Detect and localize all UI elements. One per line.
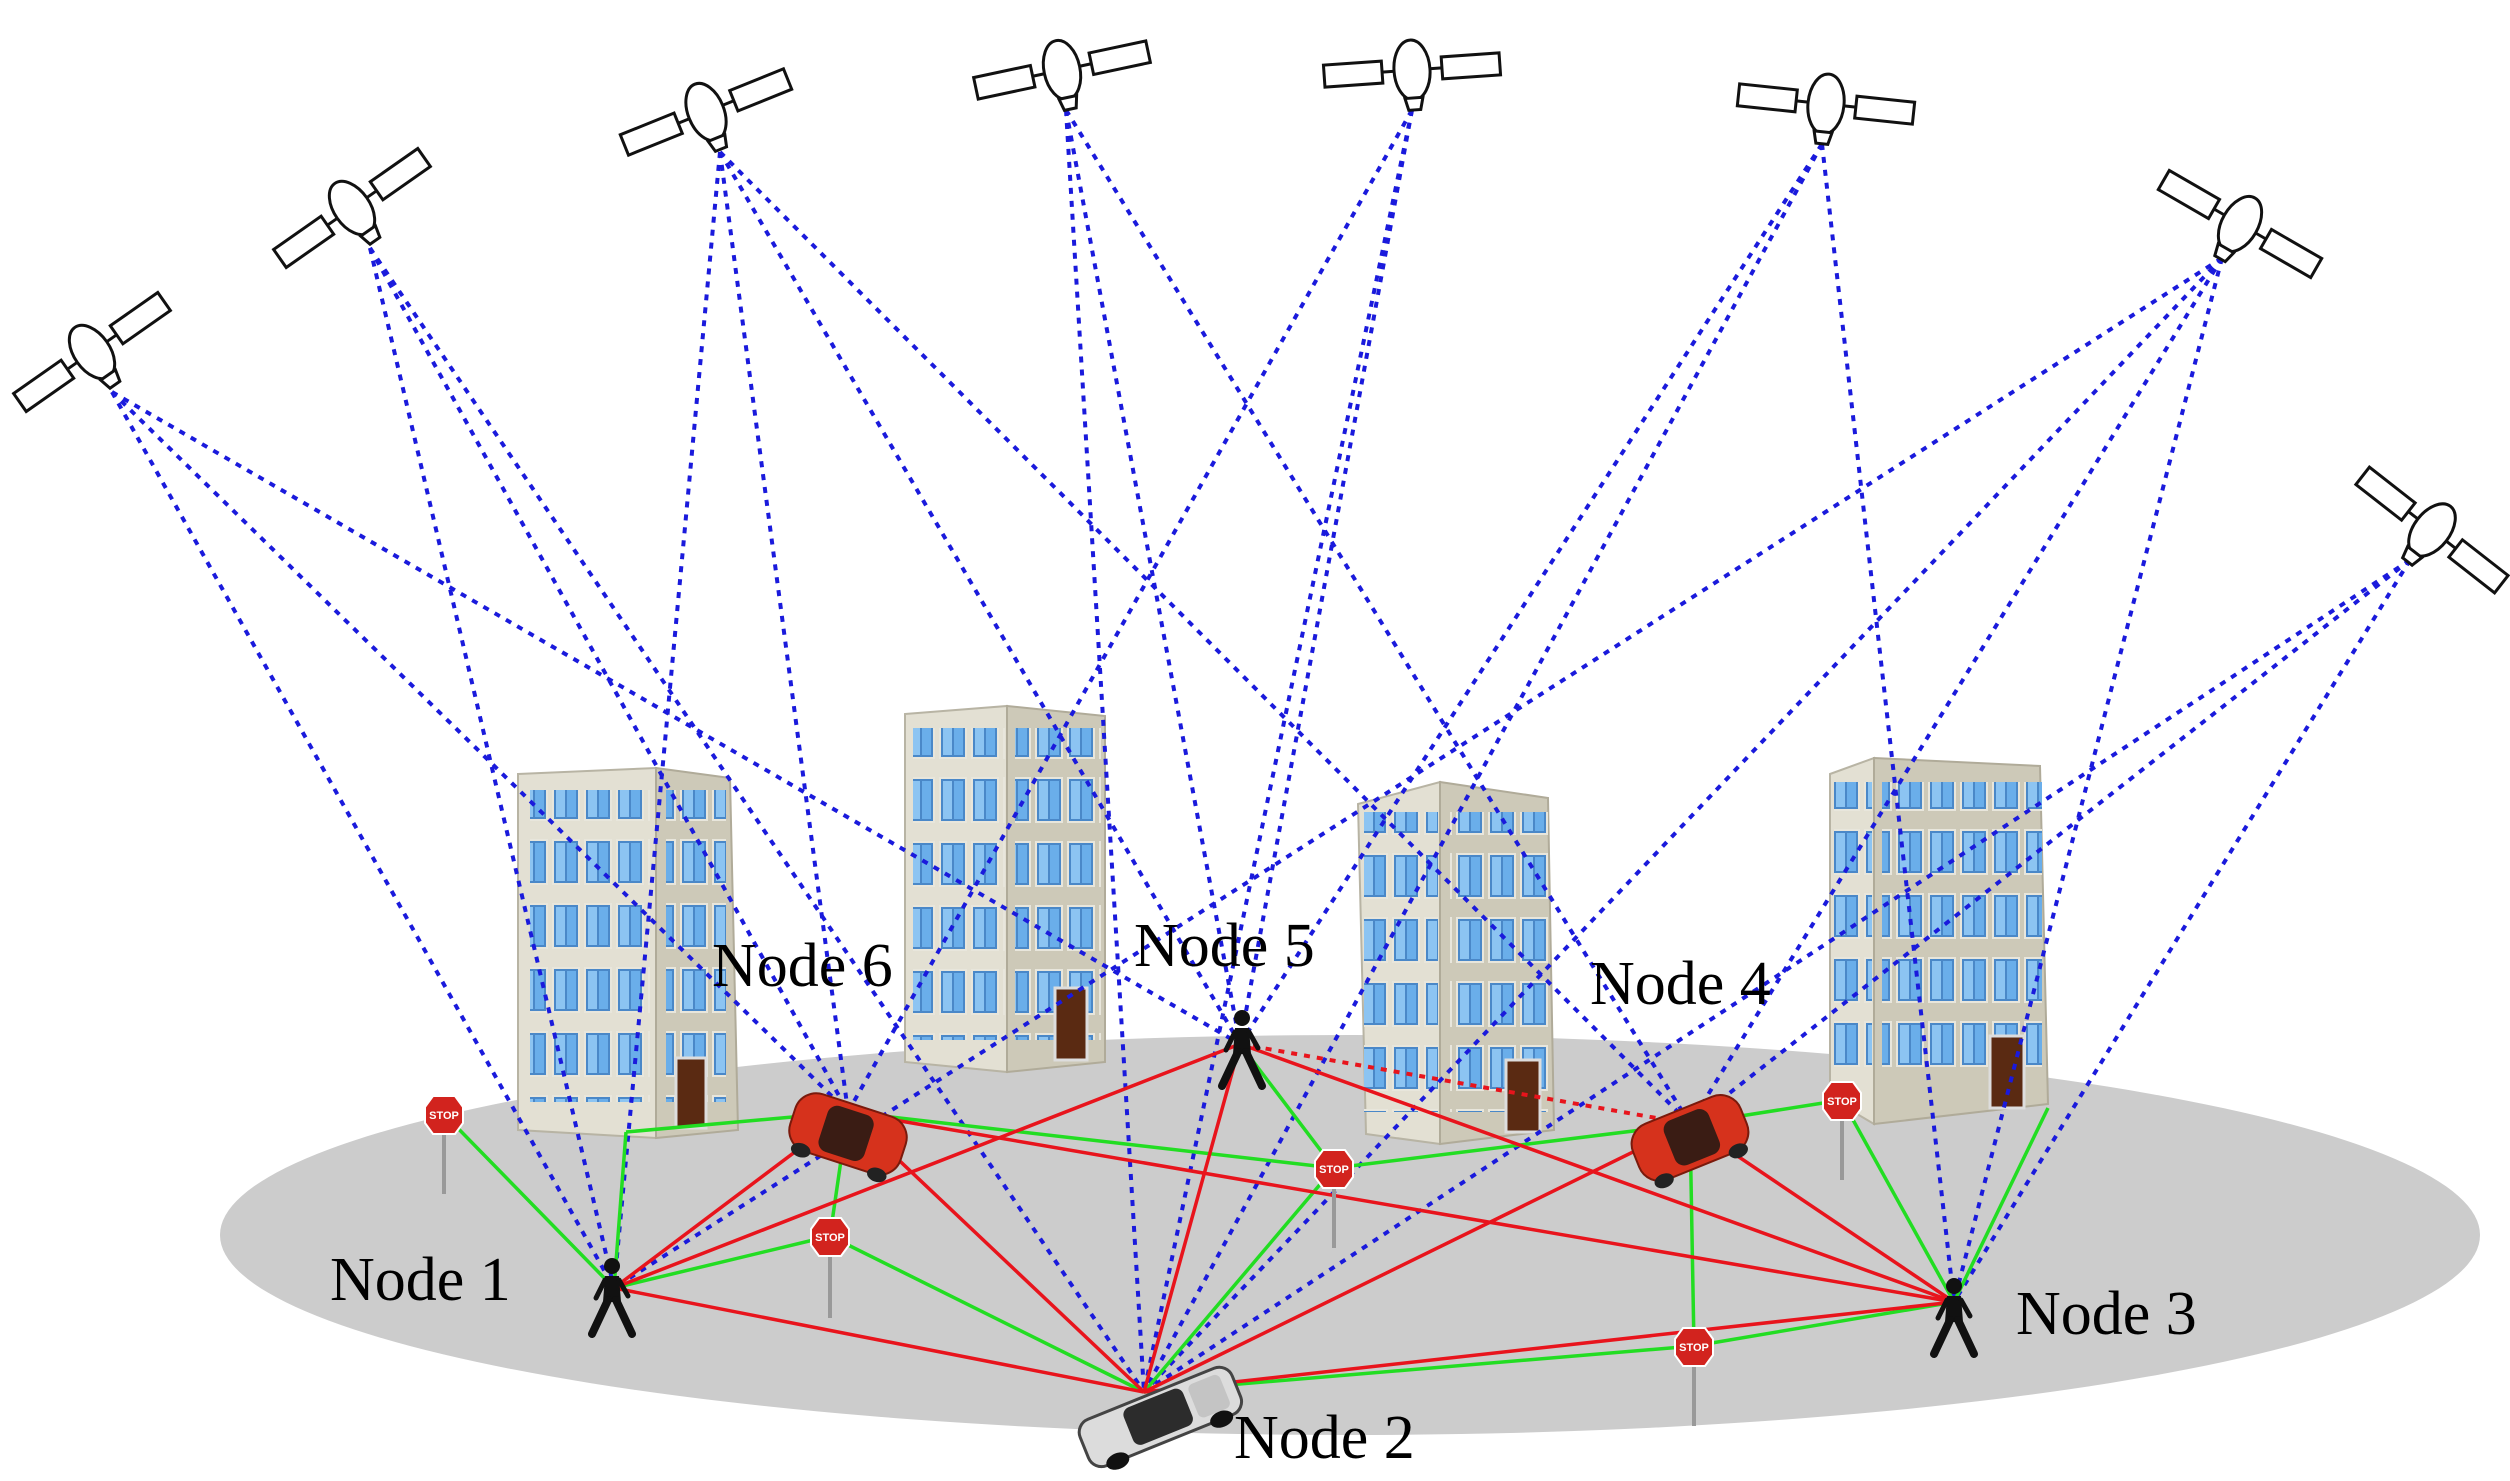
satellite-icon (2156, 168, 2324, 280)
landmark-link (847, 1110, 1335, 1170)
node3-label: Node 3 (2016, 1280, 2197, 1348)
satellite-icon (971, 38, 1153, 113)
building-3 (1356, 780, 1556, 1146)
satellite-link (1952, 558, 2412, 1304)
range-link (1239, 1042, 1955, 1304)
satellite-icon (271, 146, 433, 270)
building-1 (517, 766, 740, 1140)
range-link (1143, 1122, 1691, 1394)
satellite-link (368, 247, 616, 1289)
stop-sign: STOP (1822, 1081, 1862, 1180)
stop-sign: STOP (424, 1095, 464, 1194)
node1-pedestrian-icon (588, 1258, 636, 1338)
landmark-link (1840, 1099, 1956, 1303)
landmark-link (1333, 1122, 1691, 1170)
range-link (1143, 1300, 1955, 1394)
landmark-link (613, 1234, 831, 1290)
node6-car-icon (788, 1092, 908, 1183)
satellite-link (1064, 108, 1692, 1126)
landmark-link (442, 1112, 616, 1290)
satellite-link (110, 390, 1242, 1046)
range-link (847, 1110, 1955, 1304)
satellite-link (612, 151, 722, 1289)
range-link (613, 1042, 1241, 1290)
stop-sign-text: STOP (1827, 1096, 1857, 1108)
satellite-link (368, 247, 850, 1113)
landmark-link (1952, 1107, 2050, 1303)
satellite-link (1688, 256, 2224, 1126)
satellite-icon (618, 66, 794, 158)
stop-sign: STOP (1674, 1327, 1714, 1426)
satellite-link (368, 246, 1146, 1394)
satellite-link (1142, 256, 2224, 1394)
node3-pedestrian-icon (1930, 1278, 1978, 1358)
building-4 (1829, 756, 2050, 1126)
node4-car-icon (1630, 1094, 1750, 1189)
stop-sign-text: STOP (1319, 1164, 1349, 1176)
node4-label: Node 4 (1590, 950, 1771, 1018)
satellite-link (1142, 558, 2412, 1394)
satellite-link (1688, 558, 2412, 1126)
satellite-link (718, 150, 1242, 1046)
satellite-icon (2353, 465, 2510, 595)
satellite-link (110, 390, 850, 1114)
satellite-link (1142, 109, 1414, 1393)
satellite-icon (1321, 38, 1503, 112)
range-link (1142, 1043, 1242, 1393)
stop-sign-text: STOP (1679, 1342, 1709, 1354)
satellite-link (1064, 109, 1242, 1045)
node6-label: Node 6 (712, 932, 893, 1000)
ground-plane (220, 1035, 2480, 1435)
range-links (612, 1042, 1955, 1394)
node5-pedestrian-icon (1218, 1010, 1266, 1090)
satellite-icon (1735, 72, 1917, 147)
node1-label: Node 1 (330, 1246, 511, 1314)
landmark-link (829, 1234, 1145, 1394)
landmark-link (1142, 1166, 1336, 1394)
satellite-link (110, 391, 616, 1289)
satellite-link (846, 109, 1414, 1113)
satellite-link (1238, 142, 1824, 1046)
satellite-link (1952, 257, 2224, 1303)
stop-sign: STOP (1314, 1149, 1354, 1248)
satellite-link (1238, 109, 1414, 1045)
range-link-dashed (1239, 1042, 1691, 1126)
satellite-icon (11, 290, 173, 414)
satellite-link (718, 150, 1692, 1126)
landmark-link (1693, 1300, 1955, 1348)
range-link (613, 1286, 1145, 1394)
stop-sign: STOP (810, 1217, 850, 1318)
stop-sign-text: STOP (815, 1232, 845, 1244)
satellite-link (718, 151, 850, 1113)
node5-label: Node 5 (1134, 912, 1315, 980)
stop-sign-text: STOP (429, 1110, 459, 1122)
satellite-link (1064, 109, 1146, 1393)
node2-label: Node 2 (1234, 1404, 1415, 1472)
node2-car-icon (1077, 1365, 1244, 1470)
building-2 (904, 704, 1106, 1074)
